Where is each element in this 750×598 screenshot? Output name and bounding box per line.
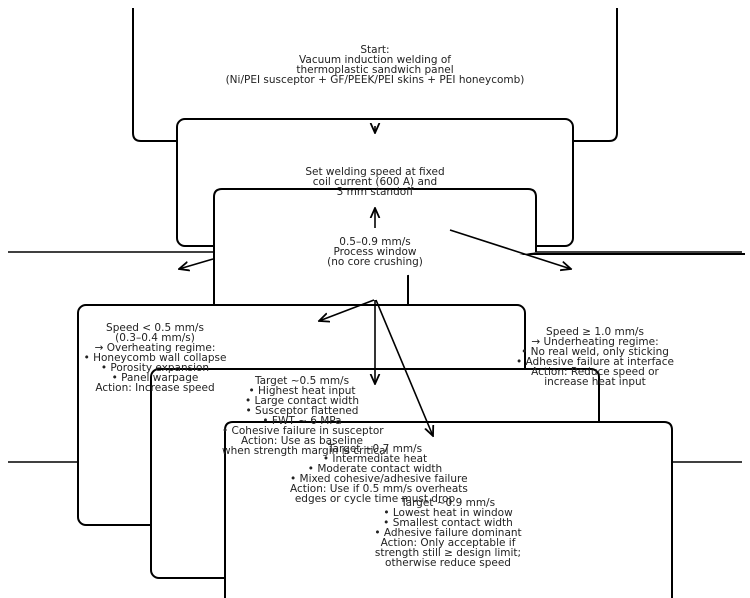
target-05-node-line: • FWT ~ 6 MPa <box>262 415 342 427</box>
target-05-node-line: when strength margin is critical <box>222 445 389 457</box>
target-09-node-line: Target ~0.9 mm/s <box>400 497 496 509</box>
set-speed-node-line: coil current (600 A) and <box>312 176 438 188</box>
set-speed-node-line: Set welding speed at fixed <box>305 166 445 178</box>
underheating-node-line: Action: Reduce speed or <box>531 366 659 378</box>
target-05-node-line: Target ~0.5 mm/s <box>254 375 350 387</box>
target-07-node-line: Action: Use if 0.5 mm/s overheats <box>290 483 468 495</box>
target-05-node-text: Target ~0.5 mm/s• Highest heat input• La… <box>222 375 389 457</box>
target-09-node-line: Action: Only acceptable if <box>380 537 516 549</box>
underheating-node-line: Speed ≥ 1.0 mm/s <box>546 326 644 338</box>
target-07-node-text: Target ~0.7 mm/s• Intermediate heat• Mod… <box>290 443 468 505</box>
arrow-window-to-overheating-inner <box>319 299 375 321</box>
target-05-node-line: Action: Use as baseline <box>241 435 363 447</box>
target-07-node-line: • Moderate contact width <box>307 463 443 475</box>
overheating-node-line: Action: Increase speed <box>95 382 215 394</box>
target-09-node-line: • Lowest heat in window <box>383 507 513 519</box>
start-node-line: thermoplastic sandwich panel <box>296 64 454 76</box>
underheating-node-line: → Underheating regime: <box>531 336 659 348</box>
target-07-node-line: Target ~0.7 mm/s <box>327 443 423 455</box>
arrow-to-underheating <box>449 229 571 269</box>
target-09-node-text: Target ~0.9 mm/s• Lowest heat in window•… <box>370 497 526 569</box>
underheating-node-line: • Adhesive failure at interface <box>516 356 674 368</box>
arrow-to-overheating <box>179 258 214 269</box>
process-window-node-line: 0.5–0.9 mm/s <box>339 236 411 248</box>
overheating-node-line: • Porosity expansion <box>100 362 210 374</box>
target-07-node-box <box>224 421 673 598</box>
overheating-node-line: Speed < 0.5 mm/s <box>106 322 204 334</box>
underheating-node-text: Speed ≥ 1.0 mm/s→ Underheating regime:• … <box>515 326 675 388</box>
underheating-node-line: • No real weld, only sticking <box>521 346 669 358</box>
target-09-node-line: • Adhesive failure dominant <box>374 527 522 539</box>
underheating-node-line: increase heat input <box>544 376 646 388</box>
target-05-node-line: • Large contact width <box>245 395 359 407</box>
target-07-node-line: • Mixed cohesive/adhesive failure <box>290 473 468 485</box>
overheating-node-line: (0.3–0.4 mm/s) <box>115 332 195 344</box>
target-05-node-line: • Susceptor flattened <box>245 405 359 417</box>
start-node-line: Vacuum induction welding of <box>299 54 451 66</box>
target-09-node-line: otherwise reduce speed <box>385 557 511 569</box>
overheating-node-line: • Honeycomb wall collapse <box>83 352 227 364</box>
process-window-node-line: Process window <box>333 246 417 258</box>
start-node-line: Start: <box>360 44 390 56</box>
target-07-node-line: edges or cycle time must drop <box>294 493 456 505</box>
target-05-node-line: • Highest heat input <box>248 385 356 397</box>
overheating-node-line: • Panel warpage <box>111 372 199 384</box>
target-09-node-line: strength still ≥ design limit; <box>374 547 522 559</box>
process-window-node-box <box>213 188 537 310</box>
target-09-node-line: • Smallest contact width <box>383 517 513 529</box>
target-05-node-line: • Cohesive failure in susceptor <box>222 425 384 437</box>
overheating-node-line: → Overheating regime: <box>94 342 216 354</box>
overheating-node-text: Speed < 0.5 mm/s(0.3–0.4 mm/s)→ Overheat… <box>80 322 230 394</box>
process-window-node-line: (no core crushing) <box>327 256 423 268</box>
set-speed-node-line: 3 mm standoff <box>336 186 414 198</box>
target-07-node-line: • Intermediate heat <box>322 453 428 465</box>
arrow-to-target-09 <box>375 299 433 436</box>
start-node-line: (Ni/PEI susceptor + GF/PEEK/PEI skins + … <box>225 74 525 86</box>
